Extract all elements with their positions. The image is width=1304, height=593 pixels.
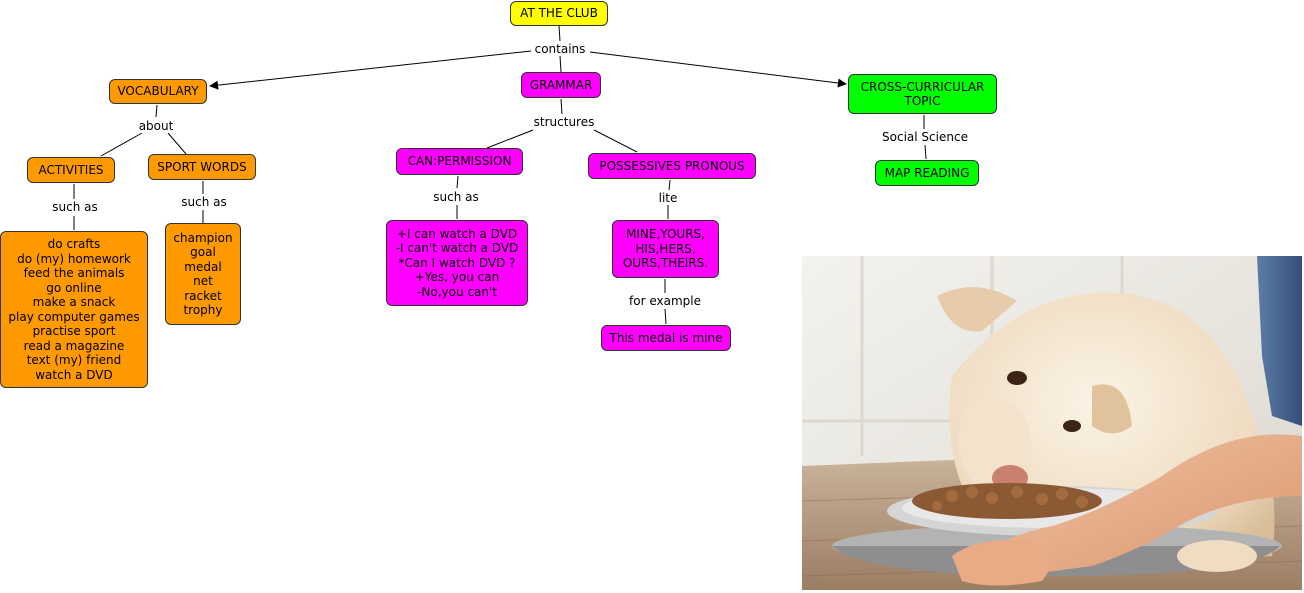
node-sport-words[interactable]: SPORT WORDS: [148, 154, 256, 180]
link-label-social-science: Social Science: [880, 130, 970, 144]
node-possessive-pronouns[interactable]: POSSESSIVES PRONOUS: [588, 153, 756, 179]
link-label-contains: contains: [532, 42, 588, 56]
link-label-for-example: for example: [627, 294, 703, 308]
node-map-reading[interactable]: MAP READING: [875, 160, 979, 186]
node-cross-curricular-topic[interactable]: CROSS-CURRICULAR TOPIC: [848, 74, 997, 114]
link-label-structures: structures: [531, 115, 597, 129]
node-vocabulary[interactable]: VOCABULARY: [109, 79, 207, 104]
node-activities[interactable]: ACTIVITIES: [27, 157, 115, 183]
node-can-permission[interactable]: CAN:PERMISSION: [396, 148, 523, 175]
node-medal-example[interactable]: This medal is mine: [601, 325, 731, 351]
link-label-about: about: [136, 119, 176, 133]
link-label-such-as-sport: such as: [179, 195, 229, 209]
node-at-the-club[interactable]: AT THE CLUB: [510, 1, 608, 26]
node-grammar[interactable]: GRAMMAR: [521, 72, 601, 98]
node-can-examples[interactable]: +I can watch a DVD -I can't watch a DVD …: [386, 220, 528, 306]
dog-eating-photo: [802, 256, 1302, 590]
node-activities-list[interactable]: do crafts do (my) homework feed the anim…: [0, 231, 148, 388]
link-label-lite: lite: [656, 191, 680, 205]
link-label-such-as-can: such as: [431, 190, 481, 204]
link-label-such-as-activities: such as: [50, 200, 100, 214]
node-sport-list[interactable]: champion goal medal net racket trophy: [165, 223, 241, 325]
node-pronoun-list[interactable]: MINE,YOURS, HIS,HERS, OURS,THEIRS.: [612, 220, 719, 278]
